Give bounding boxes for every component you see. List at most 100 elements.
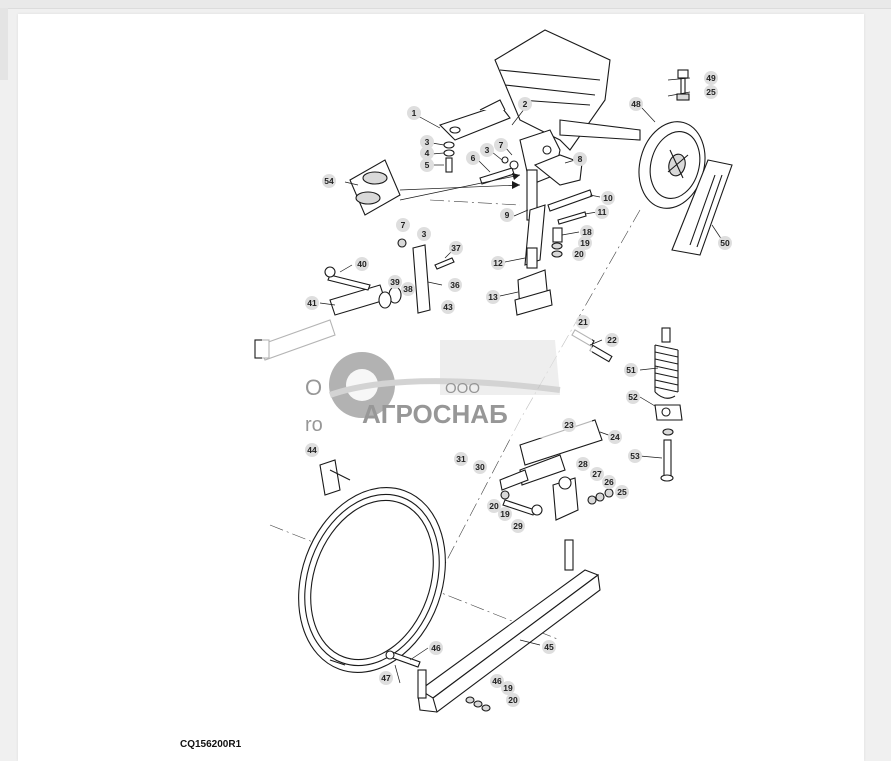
callout-50: 50 (718, 236, 732, 250)
svg-text:43: 43 (443, 302, 453, 312)
svg-text:8: 8 (578, 154, 583, 164)
callout-12: 12 (491, 256, 505, 270)
svg-text:36: 36 (450, 280, 460, 290)
svg-text:39: 39 (390, 277, 400, 287)
callout-38: 38 (401, 282, 415, 296)
svg-text:51: 51 (626, 365, 636, 375)
callout-39: 39 (388, 275, 402, 289)
vertical-lever (514, 204, 553, 316)
pivot-block (519, 129, 583, 221)
callout-25: 25 (704, 85, 718, 99)
svg-text:31: 31 (456, 454, 466, 464)
svg-text:21: 21 (578, 317, 588, 327)
v-belt-segment (671, 159, 733, 256)
parts-diagram: ООО АГРОСНАБ О ro (254, 29, 733, 713)
callout-18: 18 (580, 225, 594, 239)
svg-text:53: 53 (630, 451, 640, 461)
callout-25: 25 (615, 485, 629, 499)
callout-40: 40 (355, 257, 369, 271)
callout-47: 47 (379, 671, 393, 685)
top-bar (0, 0, 891, 9)
callout-37: 37 (449, 241, 463, 255)
pin (547, 189, 593, 225)
nut (500, 490, 543, 516)
svg-text:49: 49 (706, 73, 716, 83)
mount-bracket (552, 476, 614, 521)
svg-text:13: 13 (488, 292, 498, 302)
callout-54: 54 (322, 174, 336, 188)
callout-46: 46 (429, 641, 443, 655)
svg-text:46: 46 (431, 643, 441, 653)
svg-text:25: 25 (706, 87, 716, 97)
svg-text:9: 9 (505, 210, 510, 220)
callout-36: 36 (448, 278, 462, 292)
svg-text:12: 12 (493, 258, 503, 268)
callout-20: 20 (487, 499, 501, 513)
svg-text:19: 19 (500, 509, 510, 519)
callout-21: 21 (576, 315, 590, 329)
svg-text:5: 5 (425, 160, 430, 170)
callout-48: 48 (629, 97, 643, 111)
callout-1: 1 (407, 106, 421, 120)
callout-26: 26 (602, 475, 616, 489)
callout-27: 27 (590, 467, 604, 481)
tension-spring (654, 327, 679, 399)
svg-text:26: 26 (604, 477, 614, 487)
watermark-fragment: ro (305, 414, 323, 436)
callout-30: 30 (473, 460, 487, 474)
callout-43: 43 (441, 300, 455, 314)
svg-text:7: 7 (401, 220, 406, 230)
watermark-prefix: ООО (445, 380, 480, 397)
svg-text:37: 37 (451, 243, 461, 253)
watermark-company-name: АГРОСНАБ (362, 399, 508, 429)
callout-3: 3 (420, 135, 434, 149)
callout-53: 53 (628, 449, 642, 463)
svg-text:40: 40 (357, 259, 367, 269)
frame-housing (494, 29, 641, 151)
belt-shield (417, 539, 601, 713)
callout-20: 20 (572, 247, 586, 261)
callout-41: 41 (305, 296, 319, 310)
callout-13: 13 (486, 290, 500, 304)
large-pulley (298, 487, 446, 673)
centerline (429, 199, 521, 206)
eye-bolt (660, 428, 674, 482)
callout-20: 20 (506, 693, 520, 707)
watermark-fragment: О (305, 375, 322, 400)
svg-text:3: 3 (422, 229, 427, 239)
svg-text:28: 28 (578, 459, 588, 469)
callout-4: 4 (420, 146, 434, 160)
callout-3: 3 (417, 227, 431, 241)
callout-51: 51 (624, 363, 638, 377)
callout-19: 19 (578, 236, 592, 250)
svg-text:10: 10 (603, 193, 613, 203)
callout-19: 19 (498, 507, 512, 521)
callout-45: 45 (542, 640, 556, 654)
svg-text:20: 20 (574, 249, 584, 259)
svg-text:38: 38 (403, 284, 413, 294)
watermark: ООО АГРОСНАБ О ro (262, 318, 592, 438)
svg-text:6: 6 (471, 153, 476, 163)
left-edge-strip (0, 8, 8, 80)
callout-29: 29 (511, 519, 525, 533)
figure-id: CQ156200R1 (180, 739, 242, 750)
svg-text:20: 20 (489, 501, 499, 511)
svg-text:44: 44 (307, 445, 317, 455)
svg-text:3: 3 (485, 145, 490, 155)
svg-text:47: 47 (381, 673, 391, 683)
callout-9: 9 (500, 208, 514, 222)
svg-text:25: 25 (617, 487, 627, 497)
callout-23: 23 (562, 418, 576, 432)
svg-text:52: 52 (628, 392, 638, 402)
svg-text:50: 50 (720, 238, 730, 248)
svg-text:45: 45 (544, 642, 554, 652)
bolt (676, 69, 690, 101)
svg-text:19: 19 (580, 238, 590, 248)
callout-11: 11 (595, 205, 609, 219)
washer-stack (443, 141, 455, 173)
svg-text:7: 7 (499, 140, 504, 150)
callout-52: 52 (626, 390, 640, 404)
svg-text:29: 29 (513, 521, 523, 531)
svg-text:20: 20 (508, 695, 518, 705)
upper-bracket (438, 99, 511, 141)
